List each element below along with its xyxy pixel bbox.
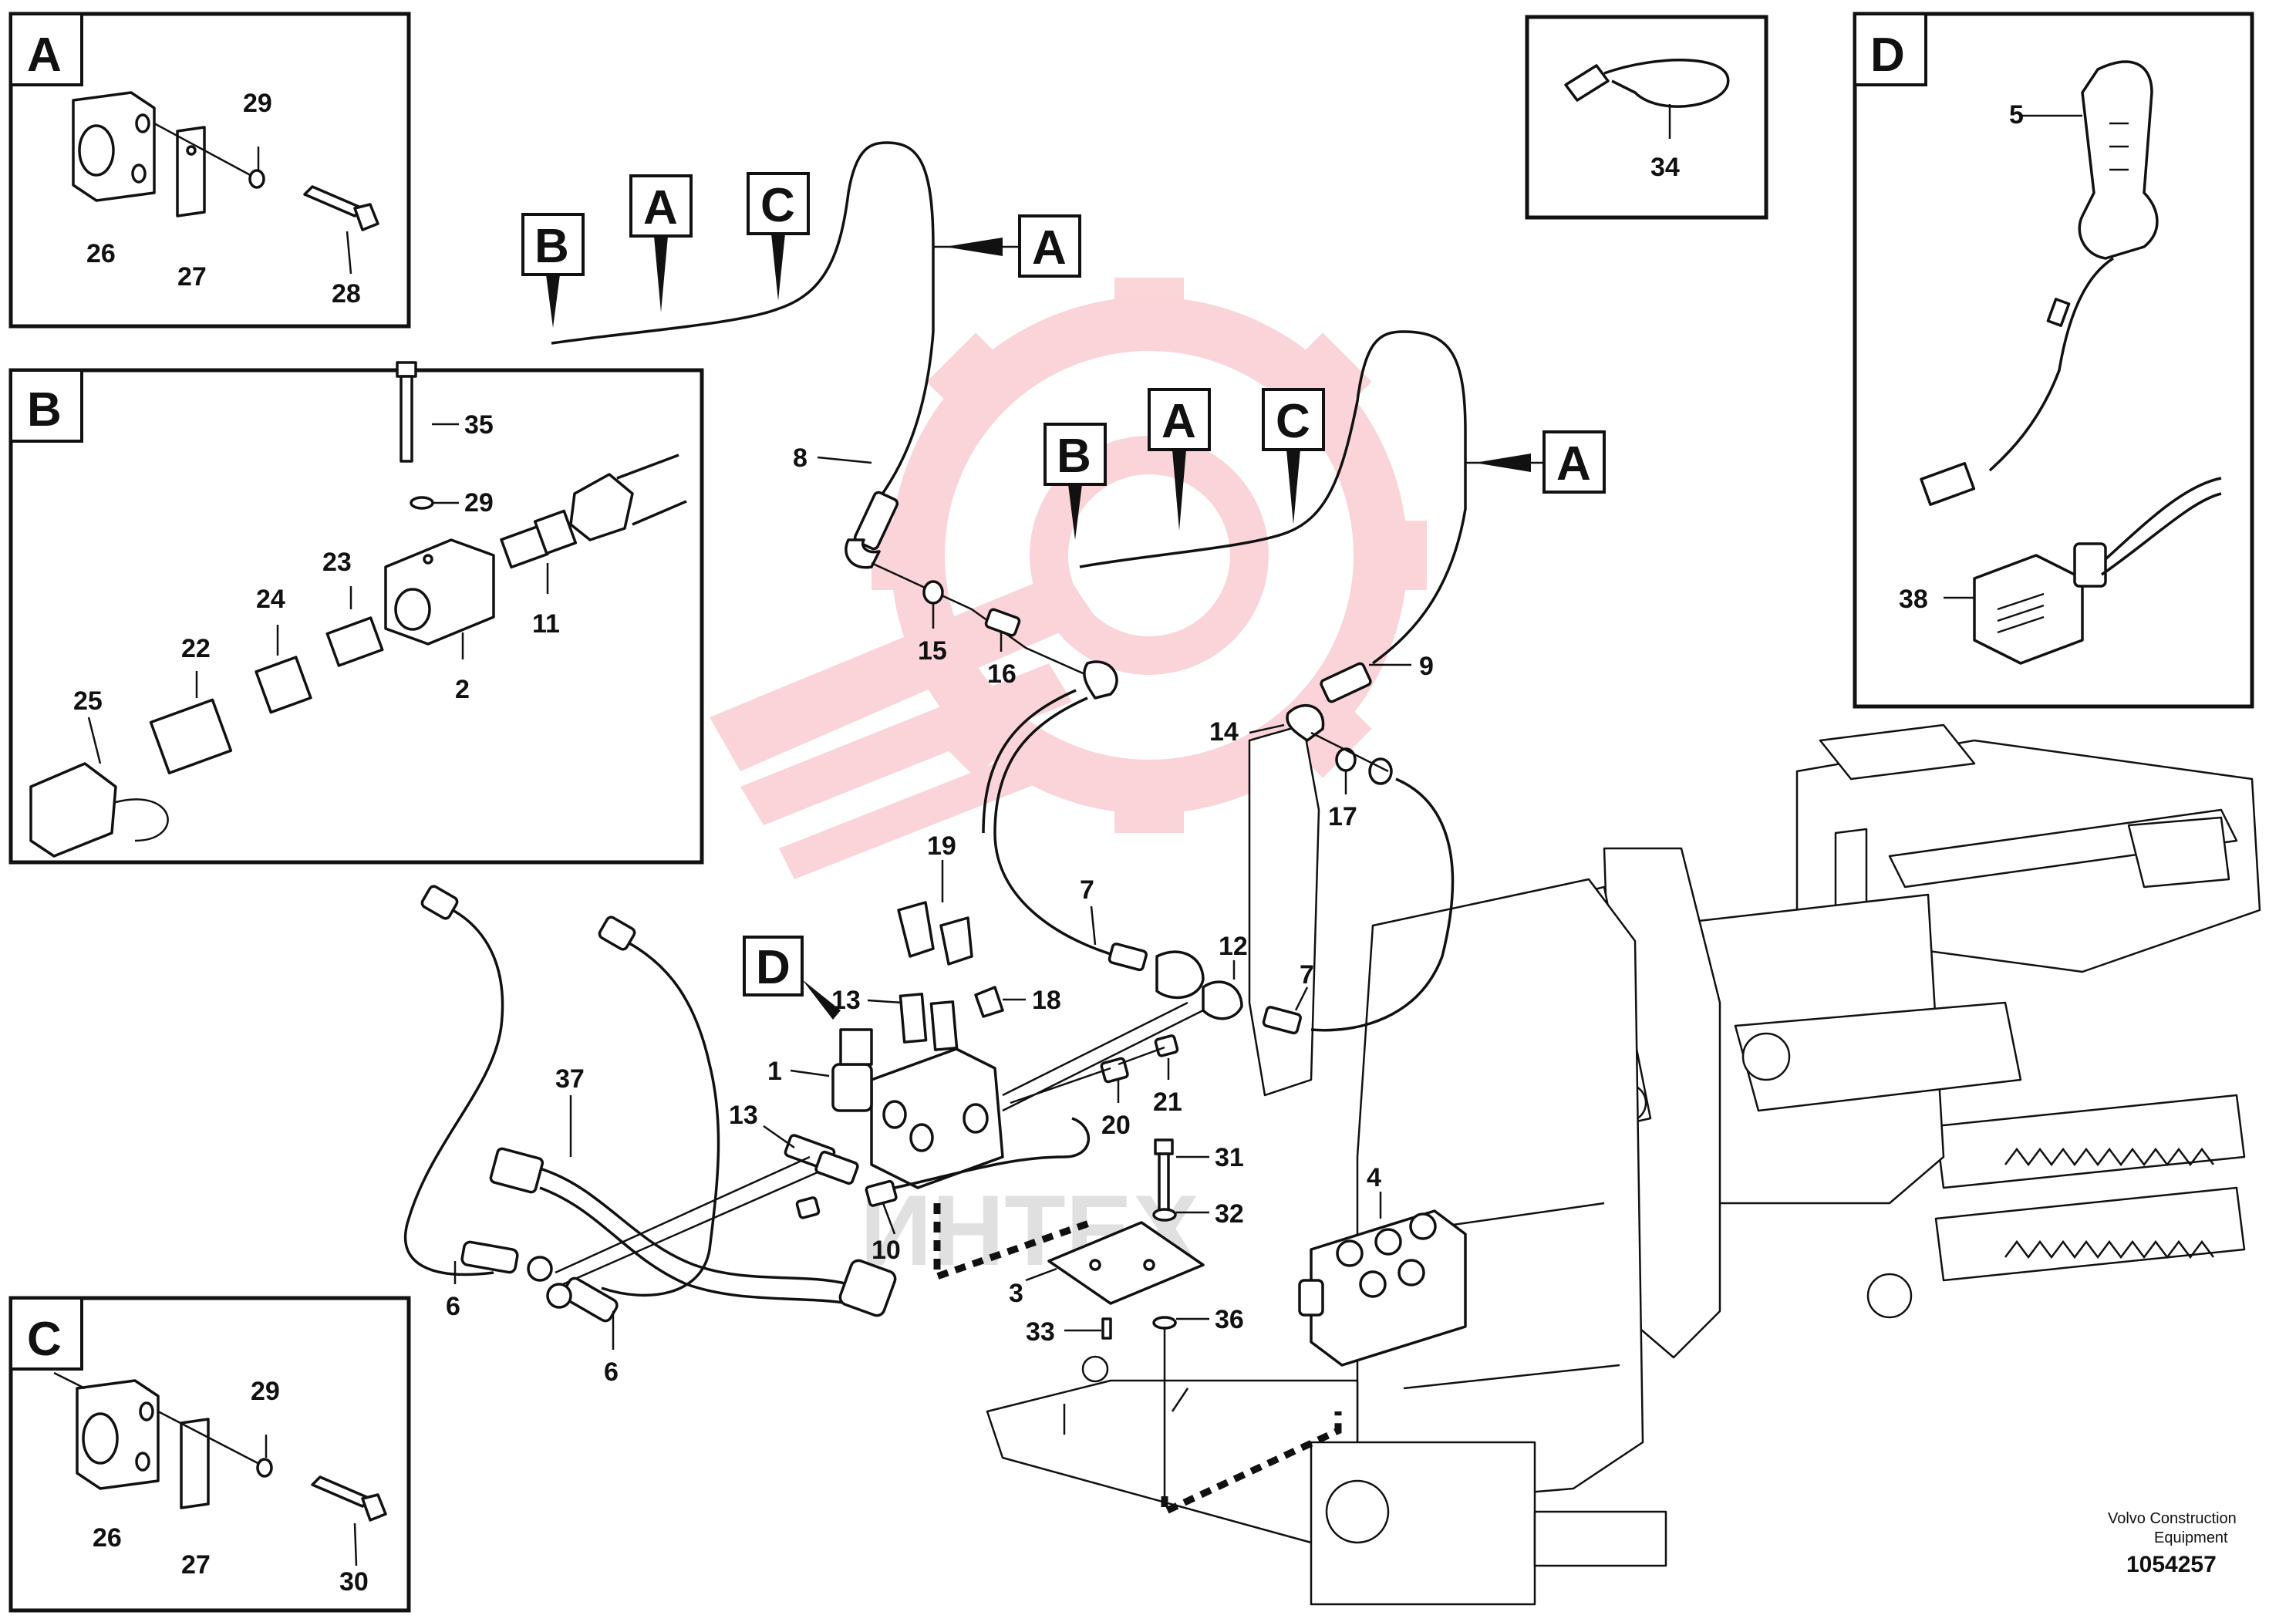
panel-b-label-22: 22: [181, 634, 211, 663]
label-33: 33: [1026, 1317, 1055, 1347]
label-16: 16: [987, 659, 1017, 689]
label-8: 8: [793, 443, 807, 473]
label-6b: 6: [604, 1357, 619, 1387]
label-13b: 13: [729, 1101, 758, 1130]
panel-d-label-38: 38: [1899, 585, 1928, 614]
callout-tr-b: B: [1057, 430, 1091, 483]
panel-b-label-11: 11: [532, 609, 560, 639]
detail-panel-a: A 29 26 27 28: [8, 12, 411, 329]
callout-tl-c: C: [760, 179, 795, 232]
footer-number: 1054257: [2126, 1552, 2217, 1577]
callout-tl-a: A: [643, 181, 678, 234]
callout-d-marker: D: [756, 941, 791, 994]
label-10: 10: [872, 1236, 901, 1265]
label-19: 19: [927, 831, 956, 861]
label-9: 9: [1419, 652, 1434, 681]
label-7b: 7: [1300, 960, 1314, 990]
footer-line2: Equipment: [2154, 1529, 2228, 1546]
label-1: 1: [767, 1057, 782, 1086]
tie-label-34: 34: [1650, 153, 1680, 182]
panel-b-letter: B: [27, 383, 62, 437]
detail-panel-d: D 5 38: [1853, 12, 2254, 709]
panel-c-label-30: 30: [339, 1567, 369, 1597]
panel-c-label-26: 26: [93, 1523, 122, 1553]
panel-a-letter: A: [27, 29, 62, 82]
footer-line1: Volvo Construction: [2108, 1510, 2237, 1527]
harness-callouts-left: B A C A: [521, 141, 1081, 511]
detail-panel-c: C 29 26 27 30: [8, 1296, 411, 1613]
hydraulic-assembly: D: [403, 491, 1467, 1518]
panel-b-label-25: 25: [73, 686, 103, 716]
label-15: 15: [918, 636, 947, 666]
label-32: 32: [1215, 1199, 1244, 1229]
panel-b-label-24: 24: [256, 585, 285, 614]
label-13a: 13: [831, 986, 861, 1015]
panel-c-label-27: 27: [181, 1550, 211, 1580]
panel-a-label-27: 27: [177, 262, 207, 292]
label-31: 31: [1215, 1143, 1244, 1172]
label-4: 4: [1367, 1163, 1381, 1192]
detail-panel-b: B 35 29 23 24 22 25: [8, 361, 704, 865]
callout-tr-a2: A: [1556, 437, 1591, 491]
label-21: 21: [1153, 1088, 1182, 1117]
callout-tl-a2: A: [1032, 221, 1067, 275]
callout-tr-c: C: [1276, 395, 1310, 448]
panel-c-letter: C: [27, 1313, 62, 1366]
callout-tl-b: B: [534, 220, 569, 273]
label-14: 14: [1209, 717, 1239, 747]
panel-b-label-29: 29: [464, 488, 494, 518]
harness-callouts-right: B A C A: [1043, 330, 1606, 665]
label-18: 18: [1032, 986, 1061, 1015]
label-3: 3: [1009, 1279, 1023, 1308]
footer: Volvo Construction Equipment 1054257: [2108, 1510, 2237, 1577]
callout-tr-a: A: [1161, 395, 1196, 448]
panel-a-label-28: 28: [332, 279, 361, 309]
panel-a-label-29: 29: [243, 89, 272, 118]
panel-a-label-26: 26: [86, 239, 116, 268]
panel-b-label-2: 2: [455, 675, 470, 704]
label-12: 12: [1219, 932, 1248, 961]
machine-frame: [986, 723, 2261, 1606]
panel-d-label-5: 5: [2009, 100, 2024, 130]
label-17: 17: [1328, 802, 1357, 831]
label-37: 37: [555, 1064, 585, 1094]
label-20: 20: [1101, 1111, 1131, 1140]
main-labels: 8 15 16 9 14 17 19 7 12 7 13 18 1 37 13 …: [446, 443, 1434, 1387]
panel-b-label-35: 35: [464, 410, 494, 440]
watermark-gear-icon: [710, 278, 1427, 879]
panel-b-label-23: 23: [322, 548, 352, 577]
label-7a: 7: [1080, 875, 1094, 905]
label-6a: 6: [446, 1292, 460, 1321]
panel-c-label-29: 29: [251, 1377, 280, 1406]
detail-panel-cable-tie: 34: [1525, 15, 1768, 220]
label-36: 36: [1215, 1305, 1244, 1334]
panel-d-letter: D: [1870, 29, 1905, 82]
